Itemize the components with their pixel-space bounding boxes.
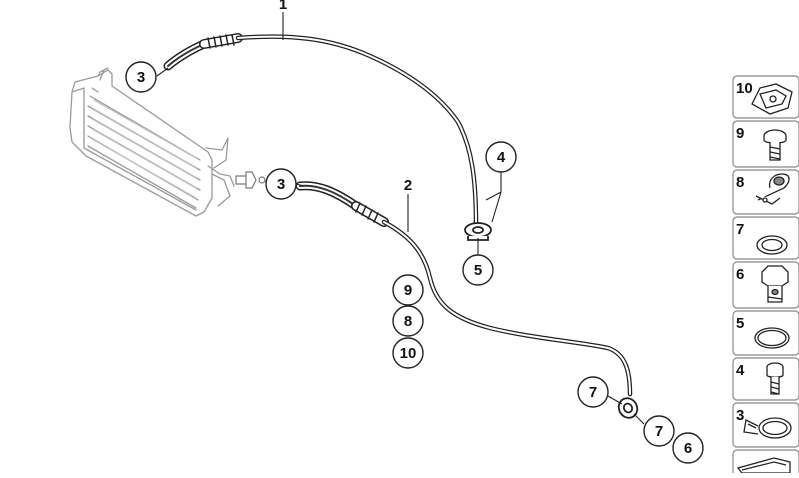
oil-line-upper bbox=[163, 33, 479, 227]
parts-cell-4: 4 bbox=[732, 357, 799, 401]
callout-7-left: 7 bbox=[589, 384, 597, 401]
parts-cell-number: 9 bbox=[736, 125, 744, 142]
oil-cooler bbox=[69, 67, 235, 217]
parts-cell-5: 5 bbox=[732, 310, 799, 356]
label-line-2: 2 bbox=[404, 177, 412, 194]
leader-c4 bbox=[485, 170, 502, 223]
screw-icon bbox=[763, 129, 787, 161]
parts-cell-number: 5 bbox=[736, 315, 744, 332]
parts-cell-7: 7 bbox=[732, 216, 799, 260]
label-line-1: 1 bbox=[279, 0, 287, 13]
parts-cell-number: 4 bbox=[736, 362, 745, 379]
cooler-fitting-bolt bbox=[235, 171, 266, 189]
oil-line-lower bbox=[295, 181, 633, 397]
callout-8: 8 bbox=[404, 313, 412, 330]
callout-10: 10 bbox=[400, 345, 417, 362]
banjo-fitting-upper bbox=[464, 222, 492, 241]
parts-cell-8: 8 bbox=[732, 169, 799, 215]
parts-column: 10 9 8 bbox=[732, 75, 799, 478]
gasket-ring-icon bbox=[756, 235, 788, 255]
callout-circles bbox=[125, 61, 704, 464]
hose-clamp-icon bbox=[743, 417, 792, 439]
callout-6: 6 bbox=[684, 440, 692, 457]
callout-3-upper: 3 bbox=[137, 69, 145, 86]
parts-cell-3: 3 bbox=[732, 402, 799, 448]
parts-cell-9: 9 bbox=[732, 120, 799, 168]
shim-plate-icon bbox=[736, 457, 791, 474]
leader-c3-top bbox=[156, 67, 169, 77]
parts-cell-10: 10 bbox=[732, 75, 799, 119]
parts-cell-number: 6 bbox=[736, 266, 744, 283]
banjo-bolt-icon bbox=[761, 265, 789, 303]
leader-c3-mid bbox=[295, 183, 305, 187]
pipe-clip-icon bbox=[755, 173, 790, 205]
callout-5: 5 bbox=[474, 262, 482, 279]
callout-9: 9 bbox=[404, 282, 412, 299]
parts-cell-6: 6 bbox=[732, 261, 799, 309]
o-ring-icon bbox=[754, 327, 790, 349]
callout-7-right: 7 bbox=[655, 423, 663, 440]
parts-cell-number: 3 bbox=[736, 407, 744, 424]
callout-4: 4 bbox=[497, 149, 506, 166]
leader-lines bbox=[156, 12, 645, 425]
spring-nut-icon bbox=[751, 83, 793, 115]
socket-bolt-icon bbox=[766, 362, 784, 395]
banjo-fitting-lower bbox=[617, 397, 639, 419]
leader-c7-left bbox=[607, 395, 623, 405]
parts-cell-number: 10 bbox=[736, 80, 753, 97]
parts-cell-partial bbox=[732, 449, 799, 478]
leader-c7-right bbox=[633, 413, 645, 425]
parts-cell-number: 7 bbox=[736, 221, 744, 238]
parts-cell-number: 8 bbox=[736, 174, 744, 191]
callout-3-middle: 3 bbox=[277, 176, 285, 193]
